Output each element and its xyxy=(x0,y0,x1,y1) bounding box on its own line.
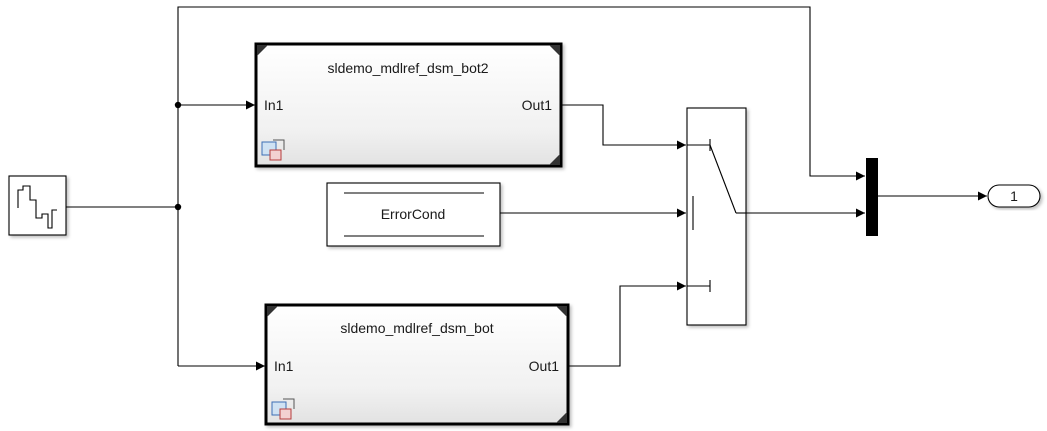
corner-triangle-icon xyxy=(556,306,567,317)
output-port-label: Out1 xyxy=(522,97,553,113)
line-bottom-ref-out-to-switch[interactable] xyxy=(568,281,686,367)
switch-block[interactable] xyxy=(686,107,747,326)
output-port-label: Out1 xyxy=(529,358,560,374)
data-store-block[interactable]: ErrorCond xyxy=(326,182,501,247)
model-ref-title: sldemo_mdlref_dsm_bot2 xyxy=(327,60,488,76)
outport-block[interactable]: 1 xyxy=(987,184,1041,208)
data-store-label: ErrorCond xyxy=(381,206,446,222)
corner-triangle-icon xyxy=(549,45,560,56)
source-block[interactable] xyxy=(8,175,67,236)
model-ref-title: sldemo_mdlref_dsm_bot xyxy=(340,320,493,336)
branch-point-middle xyxy=(174,203,182,211)
corner-triangle-icon xyxy=(257,45,268,56)
model-reference-block-bottom[interactable]: sldemo_mdlref_dsm_bot In1 Out1 xyxy=(264,303,570,426)
corner-triangle-icon xyxy=(267,306,278,317)
corner-triangle-icon xyxy=(549,154,560,165)
switch-icon xyxy=(687,139,746,292)
model-reference-block-top[interactable]: sldemo_mdlref_dsm_bot2 In1 Out1 xyxy=(254,42,563,168)
line-feedforward-to-mux[interactable] xyxy=(177,6,865,181)
corner-triangle-icon xyxy=(556,412,567,423)
signal-lines xyxy=(66,6,987,371)
outport-label: 1 xyxy=(1010,188,1018,204)
model-reference-icon xyxy=(261,139,285,161)
mux-bar-icon[interactable] xyxy=(866,158,878,236)
input-port-label: In1 xyxy=(264,97,284,113)
model-reference-icon xyxy=(271,398,295,420)
signal-generator-waveform-icon xyxy=(17,185,57,229)
input-port-label: In1 xyxy=(274,358,294,374)
branch-point-top xyxy=(174,101,182,109)
line-top-ref-out-to-switch[interactable] xyxy=(561,104,686,150)
